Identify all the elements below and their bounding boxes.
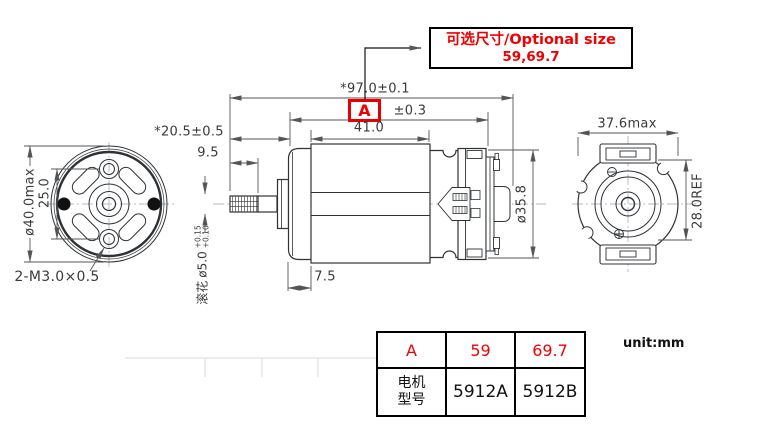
table-row-dimension-a: A 59 69.7 bbox=[376, 331, 586, 369]
callout-values: 59,69.7 bbox=[502, 48, 560, 65]
knurl-tolerance-stack: +0.15+0.10 bbox=[193, 225, 210, 249]
unit-label: unit:mm bbox=[623, 336, 685, 351]
dim-mount-hole-spacing: 25.0 bbox=[37, 177, 53, 209]
dim-knurl-length: 9.5 bbox=[197, 145, 219, 161]
cell-model-5912a: 5912A bbox=[445, 367, 516, 417]
model-spec-table: A 59 69.7 电机 型号 5912A 5912B bbox=[376, 331, 586, 417]
optional-size-callout: 可选尺寸/Optional size 59,69.7 bbox=[429, 27, 633, 69]
faint-grid-lines bbox=[125, 357, 376, 377]
dim-a-tolerance: ±0.3 bbox=[393, 103, 427, 119]
model-label-line1: 电机 bbox=[397, 375, 426, 392]
table-row-models: 电机 型号 5912A 5912B bbox=[376, 367, 586, 417]
cell-a: A bbox=[376, 331, 447, 369]
dimension-lines bbox=[24, 45, 692, 291]
model-label-line2: 型号 bbox=[397, 392, 426, 408]
cell-69-7: 69.7 bbox=[514, 331, 586, 369]
dim-rear-width: 37.6max bbox=[597, 116, 657, 132]
knurl-word: 滚花 bbox=[195, 280, 210, 305]
motor-side-view bbox=[229, 143, 511, 264]
dim-front-outer-diameter: ø40.0max bbox=[22, 166, 38, 238]
callout-text: 可选尺寸/Optional size bbox=[446, 31, 616, 48]
dim-body-length: 41.0 bbox=[353, 120, 385, 136]
cell-model-label: 电机 型号 bbox=[376, 367, 447, 417]
dim-total-length: *97.0±0.1 bbox=[340, 81, 410, 97]
cell-model-5912b: 5912B bbox=[514, 367, 586, 417]
dim-body-diameter: ø35.8 bbox=[514, 184, 530, 224]
dim-terminal-spacing: 28.0REF bbox=[690, 173, 706, 229]
knurl-tol-lower: +0.10 bbox=[201, 225, 210, 249]
dim-a-label: A bbox=[358, 101, 371, 120]
dim-shaft-extension: *20.5±0.5 bbox=[154, 124, 224, 140]
motor-rear-view bbox=[565, 143, 679, 265]
dim-front-step: 7.5 bbox=[314, 269, 336, 285]
dim-a-box: A bbox=[348, 99, 381, 122]
mount-screw-note: 2-M3.0×0.5 bbox=[14, 269, 100, 285]
knurl-diameter-note: 滚花 ø5.0 +0.15+0.10 bbox=[193, 225, 211, 305]
knurl-diameter: ø5.0 bbox=[195, 251, 209, 278]
cell-59: 59 bbox=[445, 331, 516, 369]
